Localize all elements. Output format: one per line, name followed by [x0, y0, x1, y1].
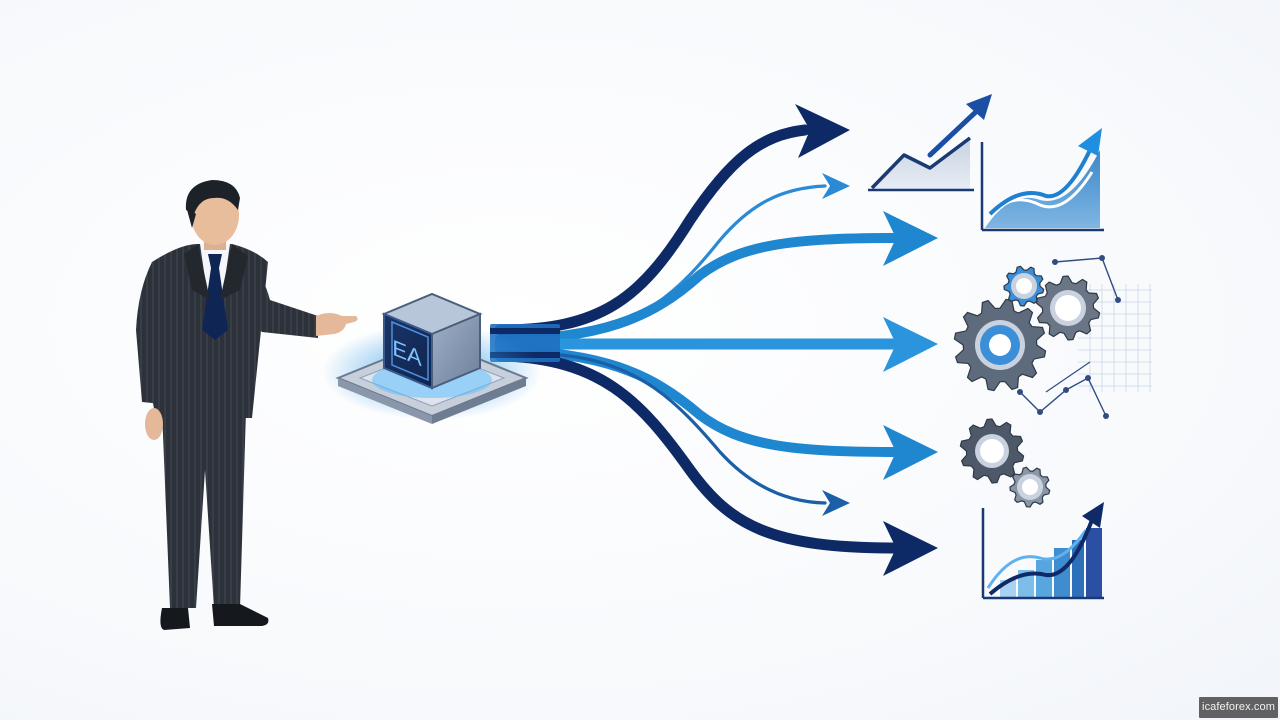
watermark-text: icafeforex.com: [1199, 697, 1278, 718]
ea-cube-icon: EA: [322, 292, 542, 424]
arrow-thin-lower: [558, 353, 827, 505]
arrow-mid-upper: [495, 233, 900, 345]
growth-chart-icon: [868, 94, 992, 192]
businessman-figure: [136, 180, 358, 630]
growth-chart-icon: [980, 128, 1104, 232]
gear-cluster: [953, 265, 1101, 508]
gear-icon: [1035, 275, 1101, 341]
arrowhead-top-navy: [795, 104, 850, 158]
gear-icon: [959, 418, 1025, 484]
arrowhead-thin-upper: [822, 173, 850, 199]
arrowhead-thin-lower: [822, 490, 850, 516]
bar-chart-icon: [981, 502, 1104, 600]
gear-icon: [953, 298, 1047, 392]
arrowhead-bottom-navy: [883, 521, 938, 576]
arrowhead-mid-lower: [883, 425, 938, 480]
gear-icon: [1003, 265, 1045, 307]
network-grid-icon: [1017, 255, 1152, 419]
gear-icon: [1009, 466, 1051, 508]
arrow-top-navy: [494, 124, 811, 336]
flow-arrows: [490, 104, 938, 576]
arrow-bottom-navy: [494, 350, 901, 554]
arrowhead-mid-upper: [883, 211, 938, 266]
arrowhead-middle: [883, 317, 938, 372]
